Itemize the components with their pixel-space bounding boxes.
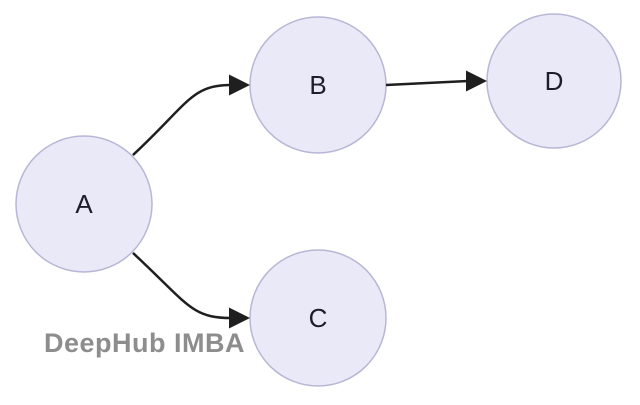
edge-B-D bbox=[385, 79, 469, 87]
edge-A-B bbox=[132, 83, 232, 156]
node-label-C: C bbox=[309, 303, 328, 333]
edge-A-C bbox=[132, 252, 232, 320]
node-A bbox=[15, 135, 153, 273]
node-label-A: A bbox=[75, 189, 93, 219]
watermark-text: DeepHub IMBA bbox=[44, 328, 245, 358]
node-label-D: D bbox=[545, 66, 564, 96]
arrowhead-A-C bbox=[229, 307, 250, 329]
node-label-B: B bbox=[309, 70, 326, 100]
arrowhead-B-D bbox=[466, 70, 487, 92]
arrowhead-A-B bbox=[229, 74, 250, 96]
